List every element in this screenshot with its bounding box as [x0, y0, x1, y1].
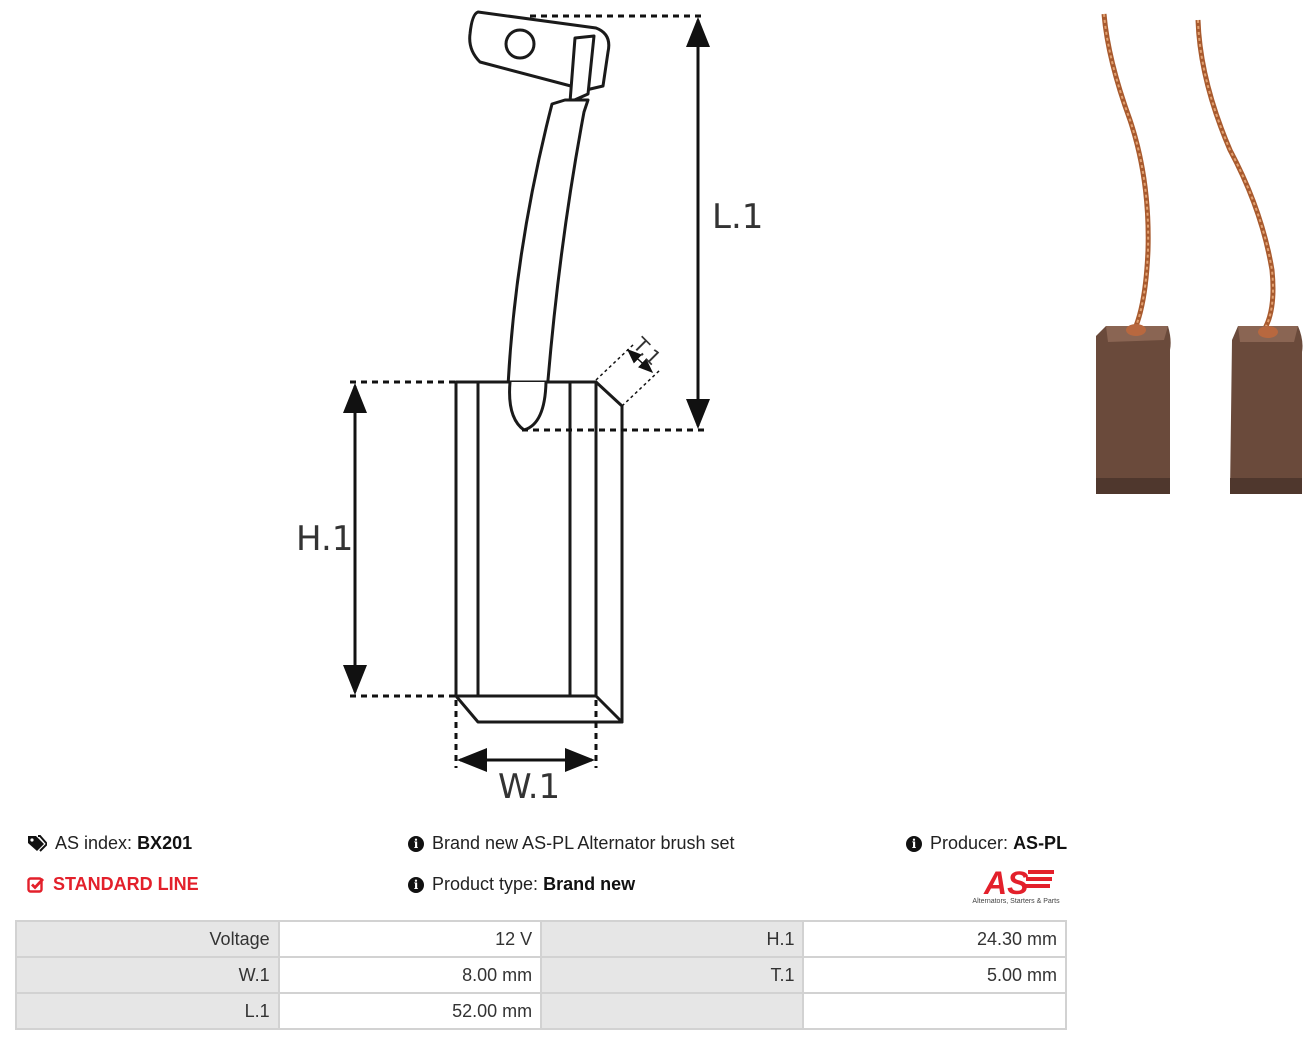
logo-text: AS [983, 865, 1029, 898]
as-pl-logo: AS Alternators, Starters & Parts [962, 864, 1070, 908]
producer-value: AS-PL [1013, 833, 1068, 853]
product-type-row: i Product type: Brand new [408, 874, 635, 895]
brush-photo [1096, 10, 1316, 496]
producer-label: Producer: [930, 833, 1009, 853]
brush-technical-drawing: L.1 H.1 W.1 T.1 [296, 10, 1316, 807]
table-row: L.1 52.00 mm [15, 992, 1067, 1030]
product-type-value: Brand new [543, 874, 636, 894]
spec-table: Voltage 12 V H.1 24.30 mm W.1 8.00 mm T.… [15, 920, 1067, 1030]
table-row: W.1 8.00 mm T.1 5.00 mm [15, 956, 1067, 994]
spec-value: 24.30 mm [802, 920, 1067, 958]
producer-row: i Producer: AS-PL [906, 833, 1067, 854]
spec-label: H.1 [540, 920, 805, 958]
table-row: Voltage 12 V H.1 24.30 mm [15, 920, 1067, 958]
check-square-icon [27, 876, 45, 893]
spec-value: 52.00 mm [277, 992, 543, 1030]
standard-line-row: STANDARD LINE [27, 874, 199, 895]
tags-icon [28, 834, 47, 852]
spec-value: 12 V [277, 920, 543, 958]
as-index-value: BX201 [137, 833, 193, 853]
as-index-label: AS index: [55, 833, 133, 853]
spec-label: Voltage [15, 920, 280, 958]
dim-label-h1: H.1 [296, 519, 353, 559]
dim-label-l1: L.1 [712, 197, 763, 237]
spec-value: 8.00 mm [277, 956, 543, 994]
dim-label-w1: W.1 [498, 767, 560, 807]
spec-value [802, 992, 1067, 1030]
product-type-label: Product type: [432, 874, 539, 894]
spec-label: L.1 [15, 992, 280, 1030]
product-description: Brand new AS-PL Alternator brush set [432, 833, 735, 853]
spec-label: T.1 [540, 956, 805, 994]
info-circle-icon: i [906, 835, 922, 852]
standard-line-label: STANDARD LINE [53, 874, 199, 894]
spec-value: 5.00 mm [802, 956, 1067, 994]
info-circle-icon: i [408, 835, 424, 852]
dim-label-t1: T.1 [628, 332, 666, 370]
description-row: i Brand new AS-PL Alternator brush set [408, 833, 735, 854]
as-index-row: AS index: BX201 [27, 833, 192, 854]
logo-tagline: Alternators, Starters & Parts [972, 898, 1060, 905]
spec-label [540, 992, 805, 1030]
info-circle-icon: i [408, 876, 424, 893]
spec-label: W.1 [15, 956, 280, 994]
